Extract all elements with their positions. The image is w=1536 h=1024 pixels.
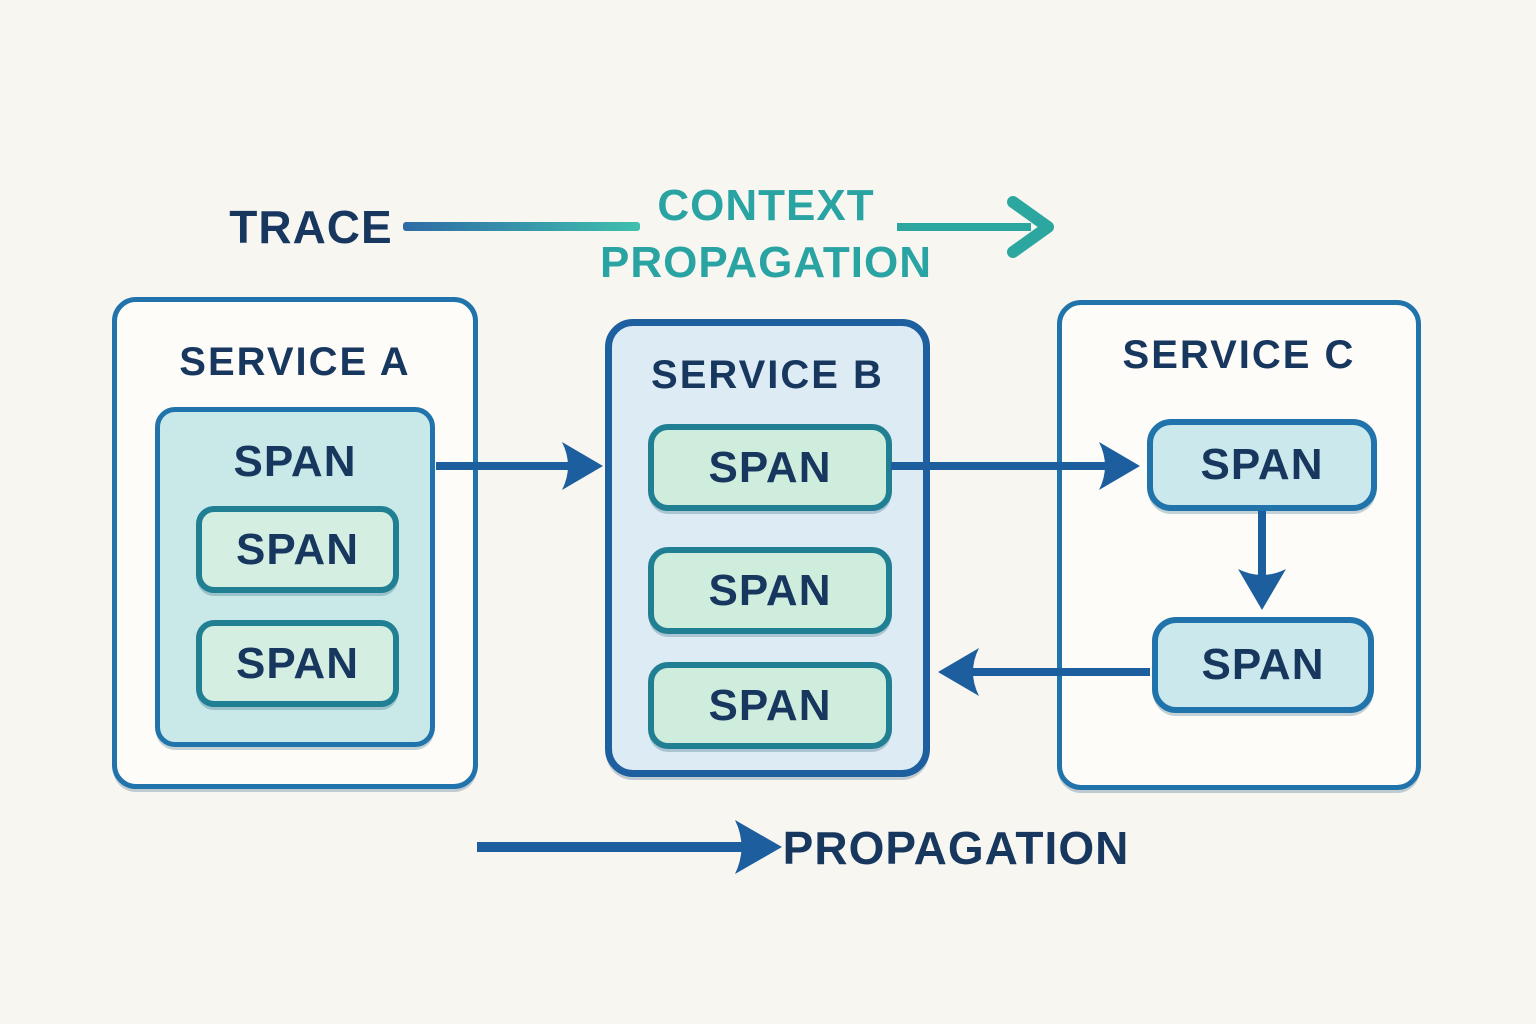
service-b-span-1: SPAN <box>648 424 892 511</box>
service-a-child-span-1-label: SPAN <box>236 524 359 574</box>
service-a-child-span-2-label: SPAN <box>236 638 359 688</box>
service-c-span-1-label: SPAN <box>1200 440 1324 489</box>
service-b-span-3-label: SPAN <box>708 680 832 730</box>
service-b-box: SERVICE B SPAN SPAN SPAN <box>605 319 930 777</box>
service-c-box: SERVICE C SPAN SPAN <box>1057 300 1421 790</box>
service-c-span-2: SPAN <box>1152 617 1374 713</box>
service-b-span-2-label: SPAN <box>708 565 832 615</box>
service-a-child-span-1: SPAN <box>196 506 399 593</box>
service-a-title: SERVICE A <box>179 340 411 384</box>
service-b-span-1-label: SPAN <box>708 442 832 492</box>
propagation-arrow <box>477 820 782 874</box>
service-a-parent-span: SPAN SPAN SPAN <box>155 407 435 747</box>
service-b-title: SERVICE B <box>651 353 884 397</box>
service-b-span-3: SPAN <box>648 662 892 749</box>
propagation-label: PROPAGATION <box>782 822 1130 874</box>
service-b-span-2: SPAN <box>648 547 892 634</box>
context-propagation-label: CONTEXT PROPAGATION <box>600 177 932 291</box>
service-a-parent-span-label: SPAN <box>233 437 357 486</box>
service-a-box: SERVICE A SPAN SPAN SPAN <box>112 297 478 789</box>
service-c-span-2-label: SPAN <box>1201 640 1325 689</box>
trace-label: TRACE <box>229 201 393 253</box>
service-c-span-1: SPAN <box>1147 419 1377 511</box>
service-c-title: SERVICE C <box>1122 333 1356 377</box>
context-label-line2: PROPAGATION <box>599 238 933 287</box>
context-label-line1: CONTEXT <box>657 181 875 230</box>
service-a-child-span-2: SPAN <box>196 620 399 707</box>
